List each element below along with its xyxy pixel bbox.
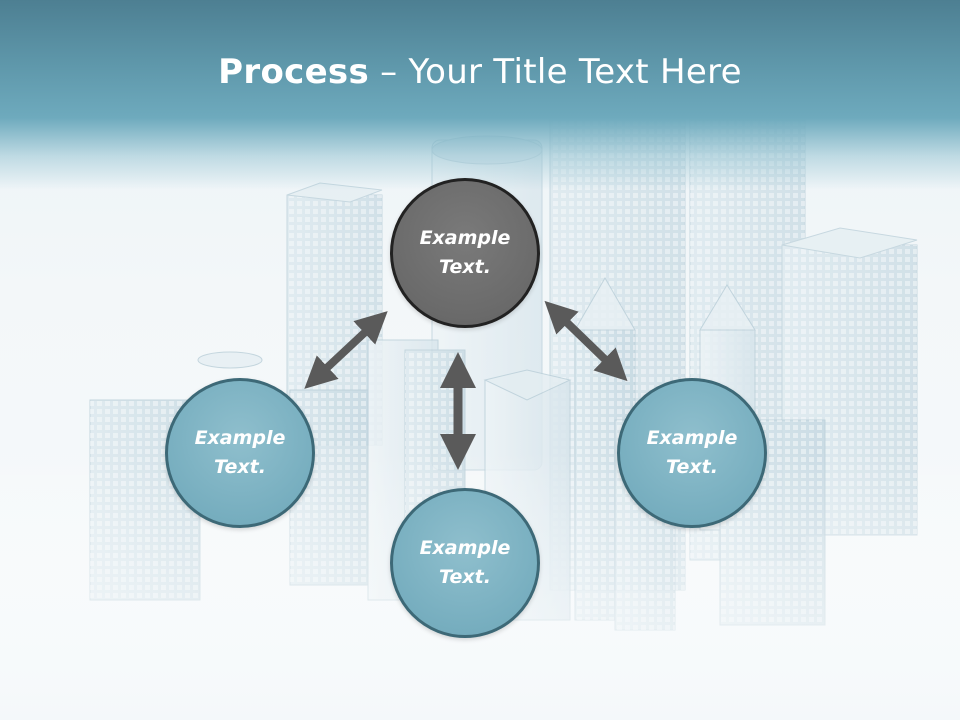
node-bottom-line2: Text. bbox=[439, 566, 491, 588]
node-top-line2: Text. bbox=[439, 256, 491, 278]
arrow-top-right-icon bbox=[544, 300, 628, 382]
node-left-line1: Example bbox=[194, 427, 286, 449]
process-node-top[interactable]: Example Text. bbox=[390, 178, 540, 328]
process-node-right[interactable]: Example Text. bbox=[617, 378, 767, 528]
title-banner bbox=[0, 0, 960, 190]
process-node-left[interactable]: Example Text. bbox=[165, 378, 315, 528]
title-bold-part: Process bbox=[218, 52, 370, 92]
slide-title: Process – Your Title Text Here bbox=[0, 52, 960, 92]
node-right-line2: Text. bbox=[666, 456, 718, 478]
title-rest: Your Title Text Here bbox=[408, 52, 742, 92]
title-separator: – bbox=[380, 52, 398, 92]
process-node-bottom[interactable]: Example Text. bbox=[390, 488, 540, 638]
node-right-line1: Example bbox=[646, 427, 738, 449]
node-bottom-line1: Example bbox=[419, 537, 511, 559]
node-left-line2: Text. bbox=[214, 456, 266, 478]
arrow-top-left-icon bbox=[304, 311, 388, 389]
node-top-line1: Example bbox=[419, 227, 511, 249]
